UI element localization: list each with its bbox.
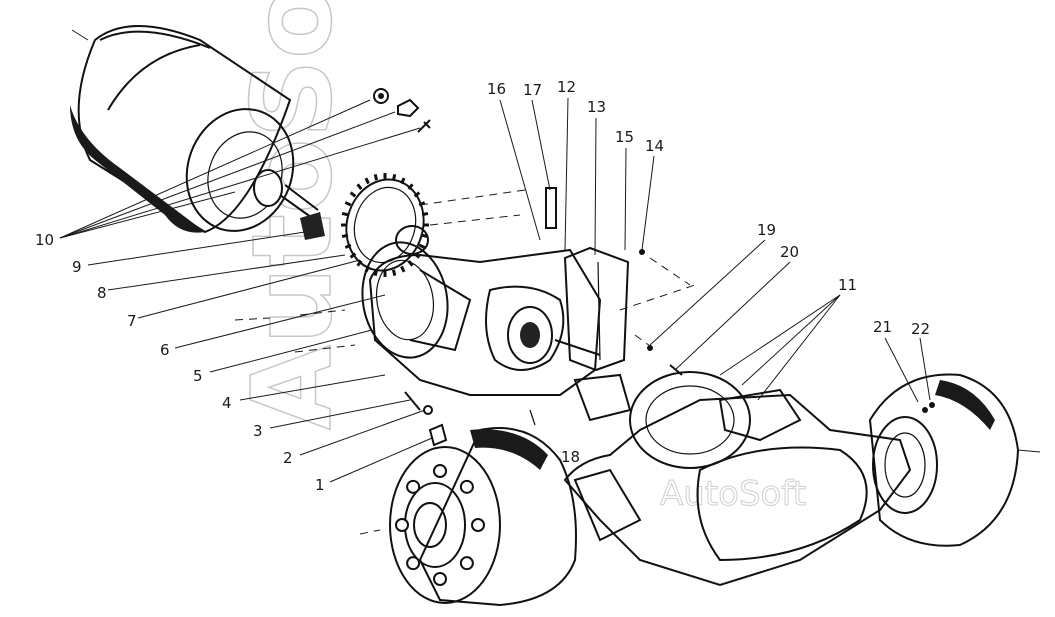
callout-7: 7 <box>127 312 137 330</box>
callout-18: 18 <box>561 448 580 466</box>
gear-tooth <box>356 260 363 267</box>
callout-8: 8 <box>97 284 107 302</box>
callout-4: 4 <box>222 394 232 412</box>
gear-tooth <box>418 243 426 249</box>
callout-22: 22 <box>911 320 930 338</box>
differential-housing <box>361 241 630 396</box>
callout-5: 5 <box>193 367 203 385</box>
gear-tooth <box>407 183 414 190</box>
hub-left <box>359 409 642 607</box>
wheel-stud <box>433 572 447 586</box>
gear-tooth <box>349 191 357 198</box>
gear-tooth <box>391 269 397 277</box>
gear-tooth <box>356 183 363 190</box>
hub-right <box>868 373 1041 547</box>
watermark-small-text: AutoSoft <box>660 474 806 514</box>
gear-tooth <box>341 233 349 239</box>
callout-9: 9 <box>72 258 82 276</box>
callout-20: 20 <box>780 243 799 261</box>
callout-2: 2 <box>283 449 293 467</box>
leader-lines <box>59 97 931 483</box>
gear-tooth <box>400 265 406 273</box>
wheel-stud <box>406 479 421 494</box>
callout-14: 14 <box>645 137 664 155</box>
wheel-studs <box>395 464 485 586</box>
gear-tooth <box>364 177 370 185</box>
callout-labels: 10 9 8 7 6 5 4 3 2 1 16 17 12 13 15 14 1… <box>35 78 930 494</box>
callout-21: 21 <box>873 318 892 336</box>
gear-tooth <box>341 211 349 217</box>
gear-tooth <box>344 243 352 249</box>
callout-17: 17 <box>523 81 542 99</box>
wheel-stud <box>406 556 421 571</box>
gear-tooth <box>344 201 352 207</box>
axle-housing <box>563 371 912 587</box>
watermark-text: AutoSoft <box>228 0 356 430</box>
callout-19: 19 <box>757 221 776 239</box>
gear-tooth <box>400 177 406 185</box>
wheel-stud <box>433 464 447 478</box>
callout-6: 6 <box>160 341 170 359</box>
gear-tooth <box>391 173 397 181</box>
callout-10: 10 <box>35 231 54 249</box>
gear-tooth <box>349 252 357 259</box>
callout-15: 15 <box>615 128 634 146</box>
callout-3: 3 <box>253 422 263 440</box>
callout-11: 11 <box>838 276 857 294</box>
callout-12: 12 <box>557 78 576 96</box>
brake-drum-left <box>70 25 325 240</box>
gear-tooth <box>413 191 421 198</box>
wheel-stud <box>459 556 474 571</box>
crown-gear <box>341 173 429 277</box>
gear-tooth <box>373 173 379 181</box>
callout-16: 16 <box>487 80 506 98</box>
small-parts-10 <box>373 88 431 133</box>
wheel-stud <box>395 518 409 532</box>
callout-13: 13 <box>587 98 606 116</box>
wheel-stud <box>471 518 485 532</box>
gear-tooth <box>421 211 429 217</box>
wheel-stud <box>459 479 474 494</box>
callout-1: 1 <box>315 476 325 494</box>
